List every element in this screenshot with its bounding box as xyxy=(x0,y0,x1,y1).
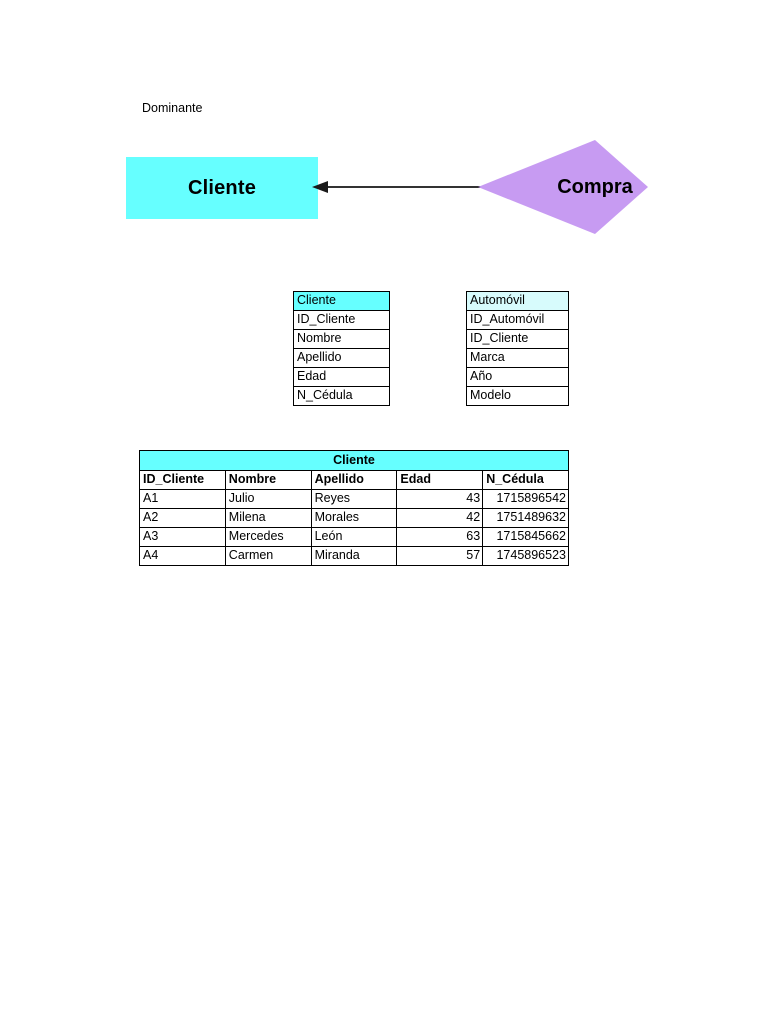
attribute-cell: Nombre xyxy=(293,329,390,349)
connector-arrow-icon xyxy=(312,181,488,193)
cell-apellido: Reyes xyxy=(310,489,398,509)
attribute-cell: Marca xyxy=(466,348,569,368)
column-header: Edad xyxy=(396,470,484,490)
diamond-shape-icon xyxy=(478,140,648,234)
table-row: A2 Milena Morales 42 1751489632 xyxy=(139,508,569,528)
data-table-title: Cliente xyxy=(139,450,569,471)
attribute-row: Nombre xyxy=(293,329,390,349)
cell-nombre: Julio xyxy=(224,489,312,509)
attribute-row: Modelo xyxy=(466,386,569,406)
cell-id-cliente: A2 xyxy=(139,508,226,528)
attribute-table-automovil: Automóvil ID_Automóvil ID_Cliente Marca … xyxy=(466,291,569,406)
data-table-header-row: ID_Cliente Nombre Apellido Edad N_Cédula xyxy=(139,470,569,490)
column-header: N_Cédula xyxy=(482,470,569,490)
table-row: A3 Mercedes León 63 1715845662 xyxy=(139,527,569,547)
attribute-row: Marca xyxy=(466,348,569,368)
cell-apellido: León xyxy=(310,527,398,547)
attribute-header-row: Automóvil xyxy=(466,291,569,311)
table-row: A4 Carmen Miranda 57 1745896523 xyxy=(139,546,569,566)
cell-id-cliente: A4 xyxy=(139,546,226,566)
cell-edad: 43 xyxy=(396,489,484,509)
cell-n-cedula: 1745896523 xyxy=(482,546,569,566)
attribute-cell: N_Cédula xyxy=(293,386,390,406)
attribute-row: Año xyxy=(466,367,569,387)
attribute-cell: Apellido xyxy=(293,348,390,368)
attribute-header-row: Cliente xyxy=(293,291,390,311)
connector-arrow xyxy=(312,176,488,198)
cell-id-cliente: A3 xyxy=(139,527,226,547)
column-header: Nombre xyxy=(224,470,312,490)
relationship-diamond-compra: Compra xyxy=(478,139,650,235)
data-table-cliente: Cliente ID_Cliente Nombre Apellido Edad … xyxy=(139,450,569,566)
entity-box-cliente: Cliente xyxy=(126,157,318,219)
cell-n-cedula: 1715896542 xyxy=(482,489,569,509)
cell-n-cedula: 1715845662 xyxy=(482,527,569,547)
cell-apellido: Morales xyxy=(310,508,398,528)
attribute-header: Automóvil xyxy=(466,291,569,311)
cell-nombre: Mercedes xyxy=(224,527,312,547)
attribute-header: Cliente xyxy=(293,291,390,311)
cell-nombre: Carmen xyxy=(224,546,312,566)
attribute-row: Apellido xyxy=(293,348,390,368)
attribute-cell: ID_Automóvil xyxy=(466,310,569,330)
attribute-cell: Edad xyxy=(293,367,390,387)
column-header: ID_Cliente xyxy=(139,470,226,490)
attribute-cell: Año xyxy=(466,367,569,387)
column-header: Apellido xyxy=(310,470,398,490)
attribute-cell: ID_Cliente xyxy=(466,329,569,349)
attribute-row: N_Cédula xyxy=(293,386,390,406)
attribute-cell: ID_Cliente xyxy=(293,310,390,330)
cell-apellido: Miranda xyxy=(310,546,398,566)
attribute-table-cliente: Cliente ID_Cliente Nombre Apellido Edad … xyxy=(293,291,390,406)
table-row: A1 Julio Reyes 43 1715896542 xyxy=(139,489,569,509)
entity-box-label: Cliente xyxy=(187,176,257,199)
cell-nombre: Milena xyxy=(224,508,312,528)
cell-id-cliente: A1 xyxy=(139,489,226,509)
cell-edad: 42 xyxy=(396,508,484,528)
dominante-caption: Dominante xyxy=(142,101,203,115)
cell-n-cedula: 1751489632 xyxy=(482,508,569,528)
attribute-row: ID_Cliente xyxy=(293,310,390,330)
attribute-row: ID_Cliente xyxy=(466,329,569,349)
attribute-cell: Modelo xyxy=(466,386,569,406)
cell-edad: 57 xyxy=(396,546,484,566)
cell-edad: 63 xyxy=(396,527,484,547)
attribute-row: ID_Automóvil xyxy=(466,310,569,330)
data-table-title-row: Cliente xyxy=(139,450,569,471)
attribute-row: Edad xyxy=(293,367,390,387)
